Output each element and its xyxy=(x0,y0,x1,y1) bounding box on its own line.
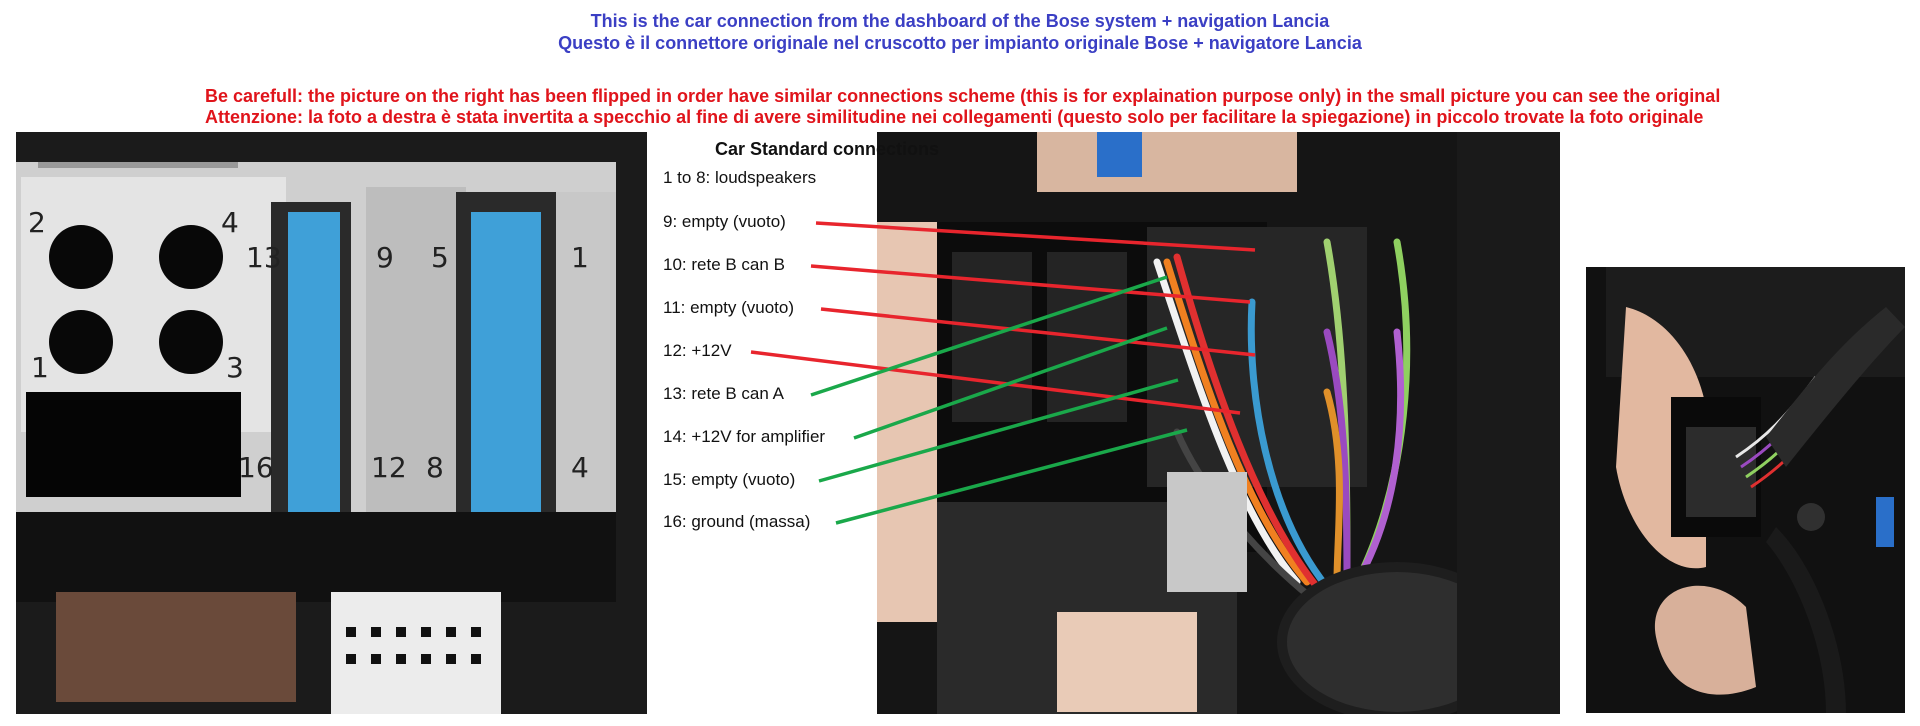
title-english: This is the car connection from the dash… xyxy=(590,11,1330,31)
wired-connector-photo xyxy=(877,132,1560,714)
legend-item: 11: empty (vuoto) xyxy=(663,298,795,317)
pin-label: 16 xyxy=(238,451,274,484)
pin-label: 13 xyxy=(246,241,282,274)
legend-item: 1 to 8: loudspeakers xyxy=(663,168,817,187)
original-connector-photo xyxy=(1586,267,1905,713)
pin-label: 1 xyxy=(571,241,589,274)
legend-item: 10: rete B can B xyxy=(663,255,785,274)
legend-title: Car Standard connections xyxy=(715,139,940,159)
pin-label: 12 xyxy=(371,451,407,484)
warning-italian: Attenzione: la foto a destra è stata inv… xyxy=(205,107,1704,127)
pin-label: 4 xyxy=(571,451,589,484)
legend-item: 16: ground (massa) xyxy=(663,512,811,531)
pin-label: 1 xyxy=(31,351,49,384)
legend-item: 13: rete B can A xyxy=(663,384,784,403)
pin-label: 3 xyxy=(226,351,244,384)
pin-label: 5 xyxy=(431,241,449,274)
title-italian: Questo è il connettore originale nel cru… xyxy=(558,33,1362,53)
legend-item: 15: empty (vuoto) xyxy=(663,470,796,489)
pin-label: 2 xyxy=(28,206,46,239)
warning-english: Be carefull: the picture on the right ha… xyxy=(205,86,1721,106)
pin-label: 8 xyxy=(426,451,444,484)
pin-label: 4 xyxy=(221,206,239,239)
legend-item: 14: +12V for amplifier xyxy=(663,427,826,446)
connector-face-photo: 2 4 13 9 5 1 1 3 16 12 8 4 xyxy=(16,132,647,714)
legend-item: 12: +12V xyxy=(663,341,732,360)
legend-item: 9: empty (vuoto) xyxy=(663,212,786,231)
pin-label: 9 xyxy=(376,241,394,274)
